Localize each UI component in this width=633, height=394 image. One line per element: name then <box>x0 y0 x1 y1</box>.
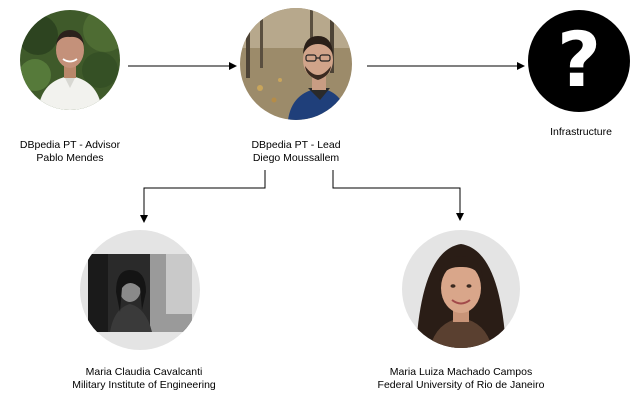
cavalcanti-photo <box>80 230 200 350</box>
cavalcanti-caption: Maria Claudia Cavalcanti Military Instit… <box>54 366 234 392</box>
campos-affiliation: Federal University of Rio de Janeiro <box>377 379 545 391</box>
cavalcanti-affiliation: Military Institute of Engineering <box>72 379 216 391</box>
lead-caption: DBpedia PT - Lead Diego Moussallem <box>226 139 366 165</box>
infrastructure-caption: Infrastructure <box>531 126 631 139</box>
person-photo-icon <box>20 10 120 110</box>
edge-lead-to-cavalcanti <box>140 170 266 223</box>
person-photo-icon <box>80 230 200 350</box>
advisor-caption: DBpedia PT - Advisor Pablo Mendes <box>0 139 140 165</box>
question-mark-icon: ? <box>557 15 601 104</box>
cavalcanti-name: Maria Claudia Cavalcanti <box>85 366 203 378</box>
lead-role: DBpedia PT - Lead <box>251 139 341 151</box>
lead-photo <box>240 8 352 120</box>
infrastructure-node: ? <box>528 10 630 112</box>
advisor-name: Pablo Mendes <box>36 152 104 164</box>
campos-name: Maria Luiza Machado Campos <box>389 366 533 378</box>
campos-caption: Maria Luiza Machado Campos Federal Unive… <box>356 366 566 392</box>
edge-lead-to-campos <box>332 170 464 221</box>
advisor-role: DBpedia PT - Advisor <box>19 139 121 151</box>
person-photo-icon <box>402 230 520 348</box>
lead-name: Diego Moussallem <box>252 152 340 164</box>
infrastructure-label: Infrastructure <box>550 126 612 138</box>
person-photo-icon <box>240 8 352 120</box>
advisor-photo <box>20 10 120 110</box>
svg-text:?: ? <box>557 15 601 104</box>
campos-photo <box>402 230 520 348</box>
